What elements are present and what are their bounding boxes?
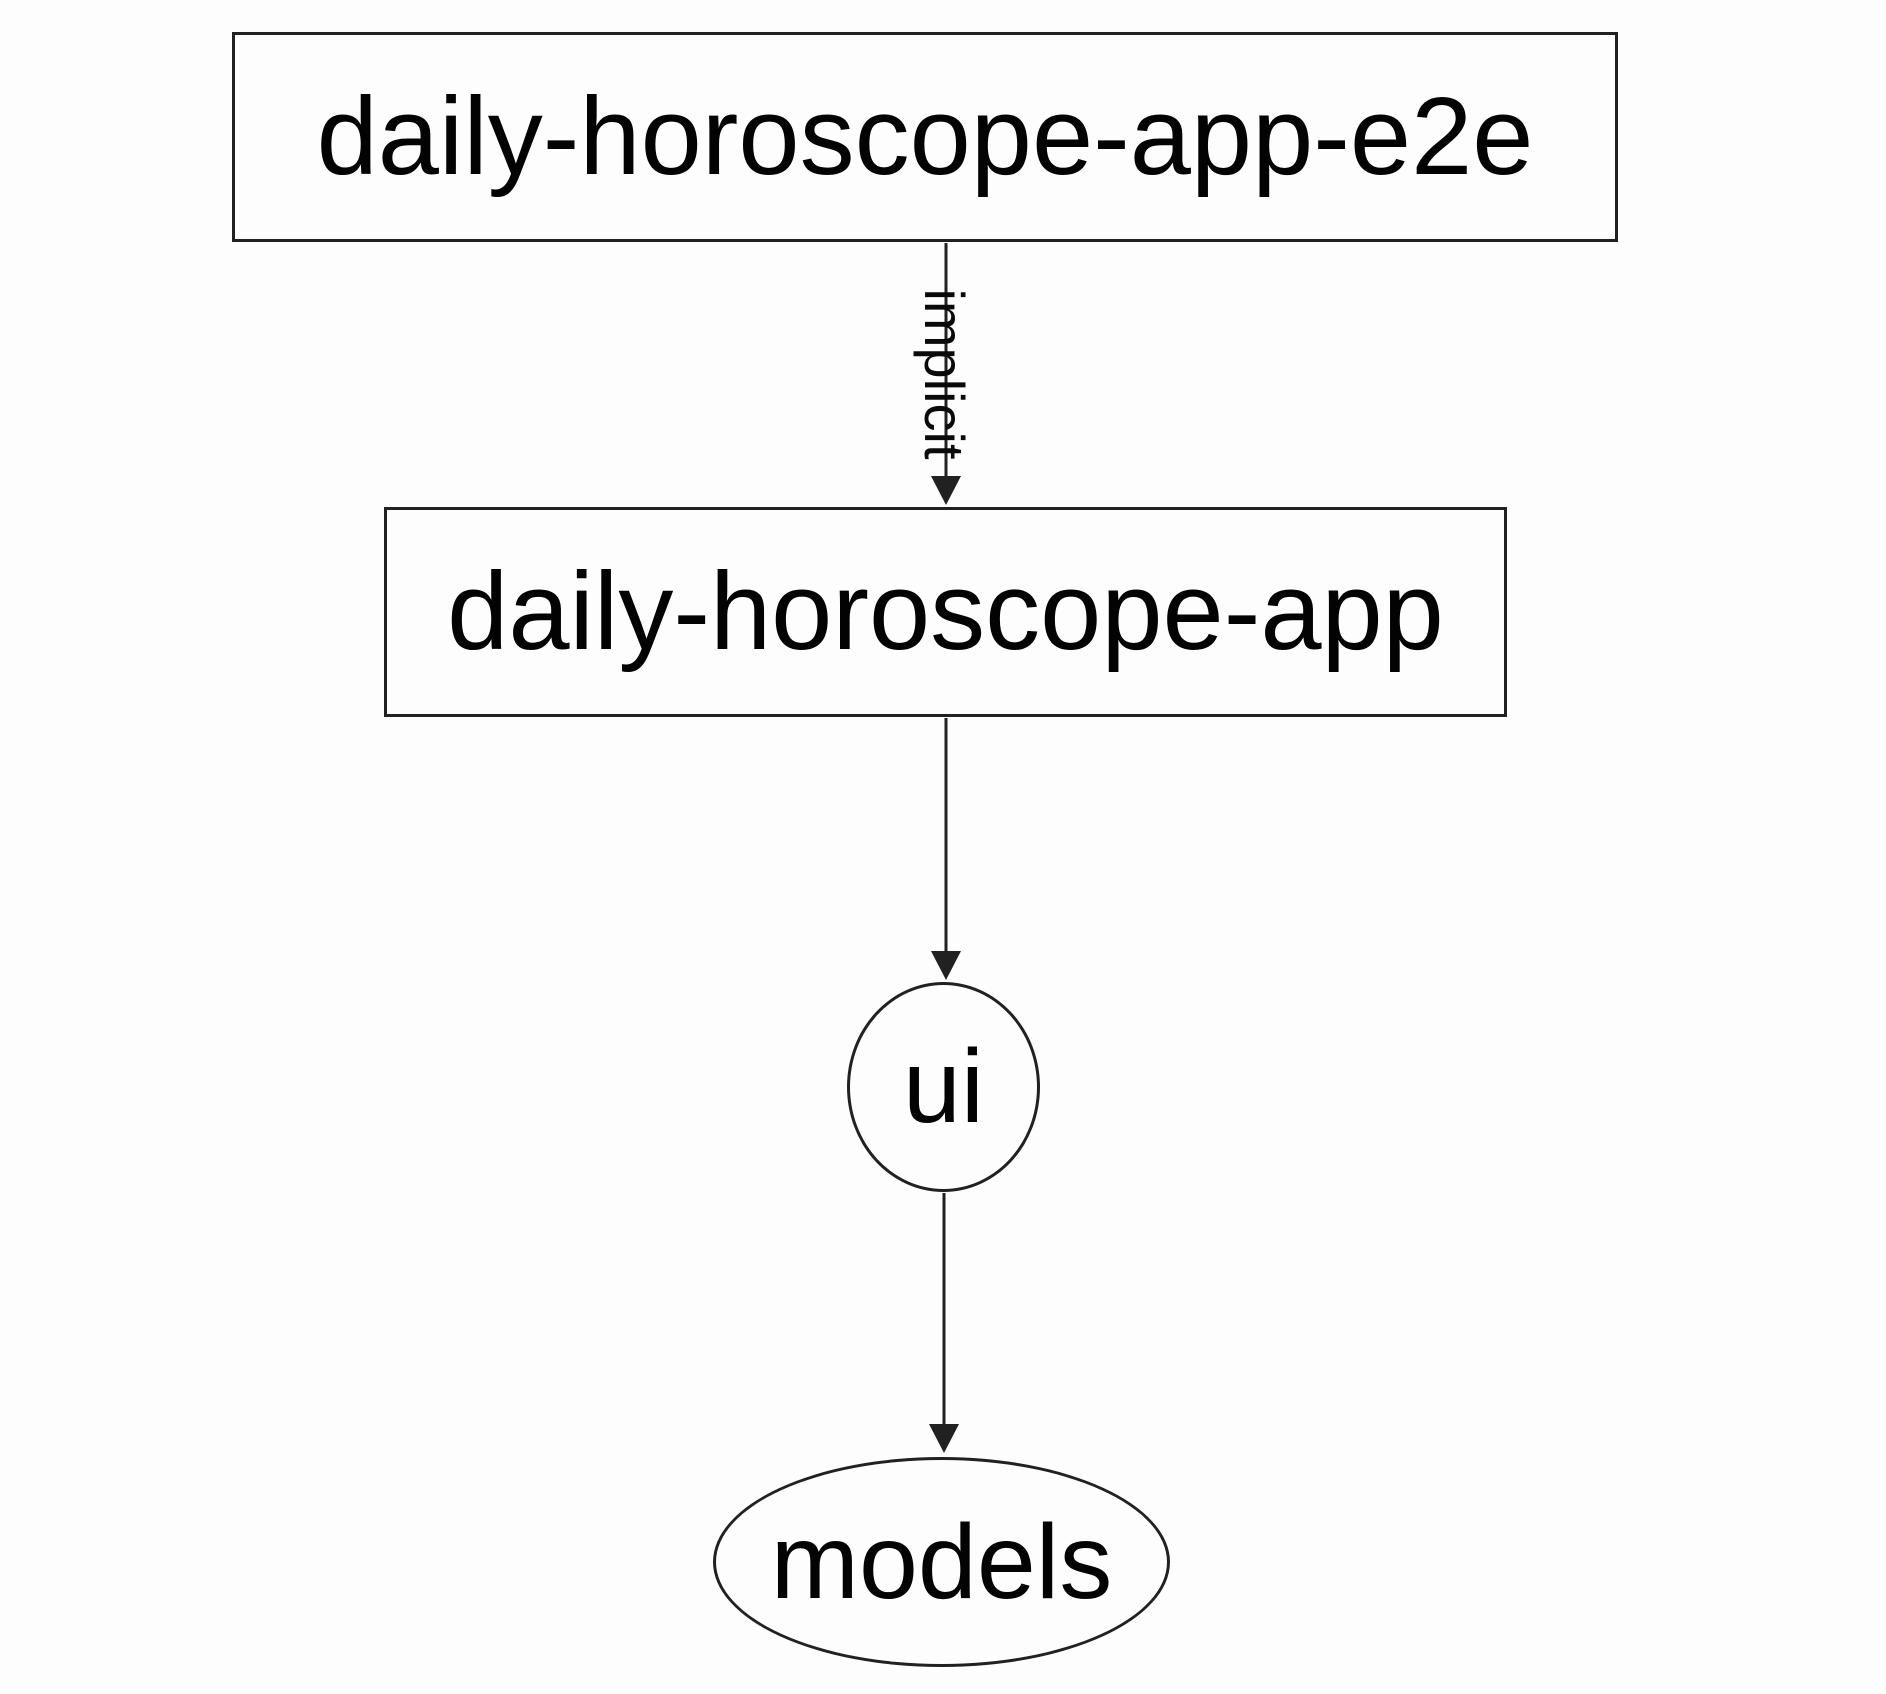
edge-ui-to-models — [929, 1193, 959, 1453]
arrowhead-down-icon — [931, 476, 961, 505]
node-daily-horoscope-app-e2e[interactable]: daily-horoscope-app-e2e — [232, 32, 1618, 242]
node-label: daily-horoscope-app-e2e — [316, 75, 1534, 198]
node-label: ui — [903, 1029, 984, 1145]
node-ui[interactable]: ui — [847, 982, 1040, 1192]
edge-app-to-ui — [931, 718, 961, 980]
edge-label-implicit: implicit — [913, 288, 976, 460]
node-daily-horoscope-app[interactable]: daily-horoscope-app — [384, 507, 1507, 717]
node-label: daily-horoscope-app — [447, 550, 1444, 673]
node-label: models — [770, 1503, 1113, 1621]
arrowhead-down-icon — [929, 1424, 959, 1453]
node-models[interactable]: models — [713, 1457, 1170, 1667]
arrowhead-down-icon — [931, 951, 961, 980]
